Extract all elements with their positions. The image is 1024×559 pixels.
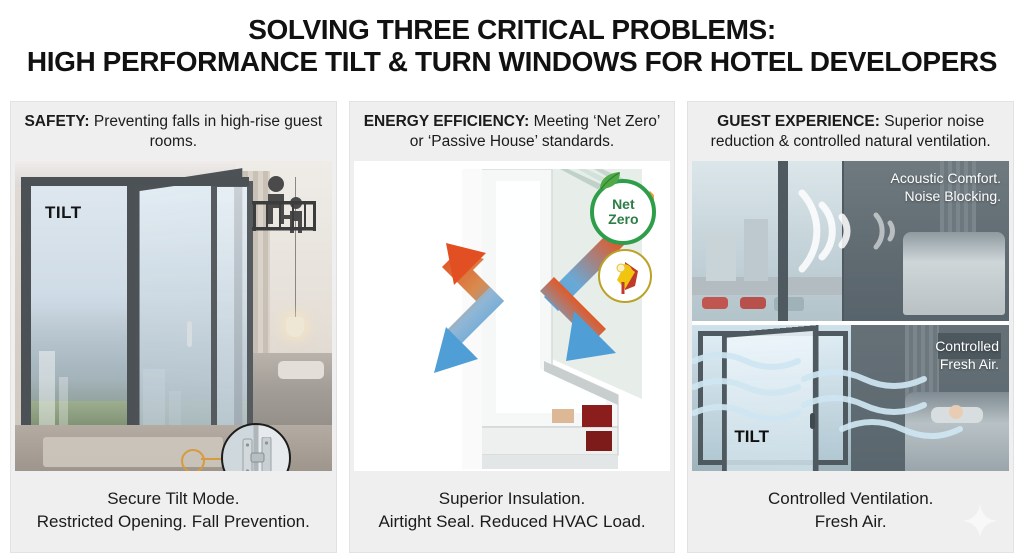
panel-safety: SAFETY: Preventing falls in high-rise gu… — [10, 101, 337, 553]
panel-guest-heading-text: Superior noise reduction & controlled na… — [710, 113, 991, 150]
panel-safety-footer: Secure Tilt Mode. Restricted Opening. Fa… — [11, 471, 336, 552]
panel-safety-heading: SAFETY: Preventing falls in high-rise gu… — [11, 102, 336, 161]
acoustic-comfort-scene: Acoustic Comfort. Noise Blocking. — [692, 161, 1010, 321]
guest-room-interior — [844, 161, 1010, 321]
window-mullion — [127, 181, 135, 431]
title-line-2: HIGH PERFORMANCE TILT & TURN WINDOWS FOR… — [26, 46, 998, 77]
page-title: SOLVING THREE CRITICAL PROBLEMS: HIGH PE… — [0, 14, 1024, 78]
panel-safety-heading-label: SAFETY: — [24, 113, 90, 130]
sound-wave-icon — [798, 189, 851, 273]
window-handle-icon — [810, 413, 816, 429]
acoustic-overlay-line-2: Noise Blocking. — [904, 188, 1002, 204]
window-mullion — [21, 177, 31, 433]
callout-connector — [201, 458, 227, 460]
panel-energy-footer-line-2: Airtight Seal. Reduced HVAC Load. — [378, 511, 646, 531]
adult-and-child-railing-icon — [251, 176, 316, 233]
panel-energy-heading-label: ENERGY EFFICIENCY: — [363, 113, 530, 130]
fresh-air-overlay: Controlled Fresh Air. — [935, 337, 999, 373]
panel-guest-heading-label: GUEST EXPERIENCE: — [717, 113, 880, 130]
fresh-air-overlay-line-1: Controlled — [935, 338, 1000, 354]
guest-room-interior-night — [850, 325, 1010, 471]
acoustic-comfort-overlay: Acoustic Comfort. Noise Blocking. — [891, 169, 1001, 205]
passive-house-mark-icon — [616, 262, 639, 294]
pendant-lamp-icon — [285, 317, 304, 337]
sparkle-watermark-icon — [963, 504, 998, 538]
panel-energy-footer: Superior Insulation. Airtight Seal. Redu… — [349, 471, 675, 552]
tilt-label: TILT — [45, 203, 82, 222]
sleeping-guest-icon — [949, 405, 964, 419]
window-sash-secondary — [211, 181, 253, 443]
panel-energy-footer-line-1: Superior Insulation. — [438, 488, 586, 508]
net-zero-line-2: Zero — [608, 211, 639, 227]
building — [39, 351, 55, 425]
hinge-icon — [242, 437, 272, 471]
panel-safety-footer-line-2: Restricted Opening. Fall Prevention. — [36, 511, 310, 531]
panel-guest-footer-line-2: Fresh Air. — [814, 511, 887, 531]
panel-energy-heading-text: Meeting ‘Net Zero’ or ‘Passive House’ st… — [409, 113, 661, 150]
panel-guest-footer-line-1: Controlled Ventilation. — [767, 488, 934, 508]
sound-wave-attenuated-icon — [873, 212, 896, 250]
hotel-room-photo: TILT — [15, 161, 332, 471]
net-zero-line-1: Net — [612, 196, 635, 212]
title-line-1: SOLVING THREE CRITICAL PROBLEMS: — [248, 14, 776, 45]
panel-guest-heading: GUEST EXPERIENCE: Superior noise reducti… — [688, 102, 1014, 161]
passive-house-badge-icon — [598, 249, 653, 303]
guest-illustrations: Acoustic Comfort. Noise Blocking. — [692, 161, 1010, 471]
panel-energy-illustration: Net Zero — [353, 161, 671, 471]
headboard — [937, 333, 1002, 359]
panel-guest-illustration: Acoustic Comfort. Noise Blocking. — [692, 161, 1010, 471]
pillow — [277, 361, 324, 379]
panel-safety-illustration: TILT — [15, 161, 332, 471]
panel-guest-experience: GUEST EXPERIENCE: Superior noise reducti… — [687, 101, 1015, 553]
fresh-air-scene: TILT Controlled Fresh Air. — [692, 325, 1010, 471]
acoustic-overlay-line-1: Acoustic Comfort. — [890, 170, 1002, 186]
building — [59, 377, 68, 425]
callout-ring — [181, 449, 205, 471]
bed — [902, 231, 1006, 315]
pendant-cord — [294, 177, 296, 321]
window-mullion — [21, 177, 249, 186]
panel-safety-heading-text: Preventing falls in high-rise guest room… — [89, 113, 323, 150]
fresh-air-overlay-line-2: Fresh Air. — [939, 356, 1000, 372]
panel-container: SAFETY: Preventing falls in high-rise gu… — [10, 101, 1015, 553]
window-handle-icon — [187, 321, 192, 347]
net-zero-badge-icon: Net Zero — [590, 172, 657, 245]
panel-energy-heading: ENERGY EFFICIENCY: Meeting ‘Net Zero’ or… — [349, 102, 675, 161]
leaf-icon — [600, 172, 621, 190]
panel-energy-efficiency: ENERGY EFFICIENCY: Meeting ‘Net Zero’ or… — [348, 101, 676, 553]
panel-safety-footer-line-1: Secure Tilt Mode. — [107, 488, 240, 508]
airflow-wave-icon — [692, 352, 964, 439]
tilt-label: TILT — [734, 427, 769, 446]
window-cross-section: Net Zero — [353, 161, 671, 471]
panel-guest-footer: Controlled Ventilation. Fresh Air. — [688, 471, 1014, 552]
